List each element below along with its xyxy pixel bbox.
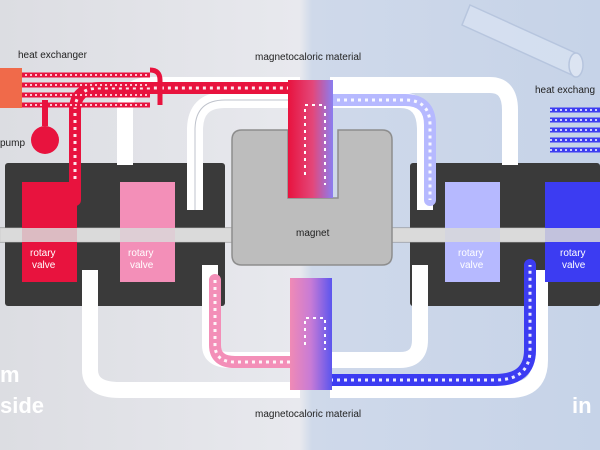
valve-4-label-line2: valve xyxy=(562,260,586,271)
glass-tube-decoration xyxy=(461,3,584,78)
left-inlet-block xyxy=(0,68,22,108)
pump-left-icon xyxy=(31,126,59,154)
left-caption-line1: m xyxy=(0,362,20,387)
magnet-body xyxy=(231,129,393,266)
mc-bottom-label: magnetocaloric material xyxy=(255,409,361,420)
valve-2-label-line2: valve xyxy=(130,260,154,271)
valve-1-label-line2: valve xyxy=(32,260,56,271)
valve-1-label-line1: rotary xyxy=(30,248,56,259)
right-caption: in xyxy=(572,393,592,418)
valve-2-label-line1: rotary xyxy=(128,248,154,259)
mc-top-label: magnetocaloric material xyxy=(255,52,361,63)
valve-3-label-line1: rotary xyxy=(458,248,484,259)
pump-label: pump xyxy=(0,138,25,149)
left-caption-line2: side xyxy=(0,393,44,418)
left-heat-exchanger-label: heat exchanger xyxy=(18,50,88,61)
mc-material-top xyxy=(288,80,333,198)
valve-4-label-line1: rotary xyxy=(560,248,586,259)
magnet-label: magnet xyxy=(296,228,330,239)
valve-3-label-line2: valve xyxy=(460,260,484,271)
right-heat-exchanger-label: heat exchang xyxy=(535,85,595,96)
